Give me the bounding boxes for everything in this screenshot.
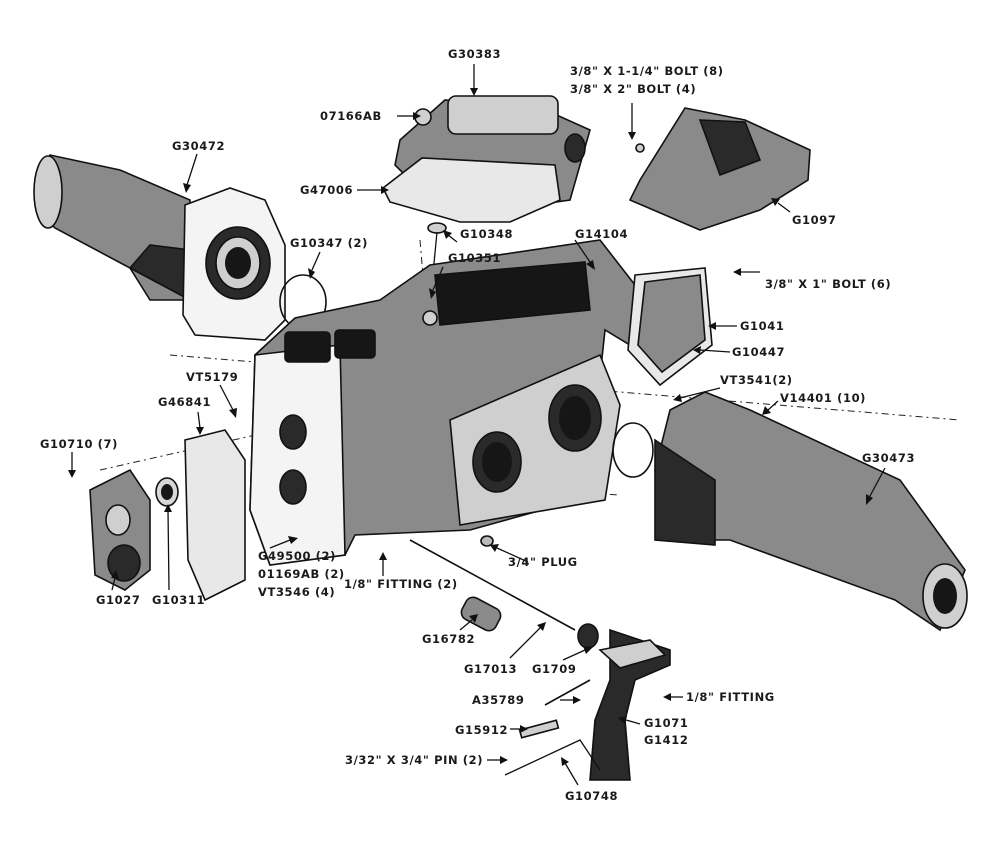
left-axle-housing	[33, 154, 286, 341]
label-g30383: G30383	[448, 47, 501, 61]
label-g47006: G47006	[300, 183, 353, 197]
label-g1412: G1412	[644, 733, 688, 747]
label-v14401: V14401 (10)	[780, 391, 866, 405]
label-g30473: G30473	[862, 451, 915, 465]
label-g1709: G1709	[532, 662, 576, 676]
label-g1027: G1027	[96, 593, 140, 607]
label-pin: 3/32" X 3/4" PIN (2)	[345, 753, 483, 767]
label-g16782: G16782	[422, 632, 475, 646]
label-bolt-1-25: 3/8" X 1-1/4" BOLT (8)	[570, 64, 724, 78]
label-a35789: A35789	[472, 693, 525, 707]
label-g14104: G14104	[575, 227, 628, 241]
label-g1071: G1071	[644, 716, 688, 730]
top-gasket	[381, 157, 561, 223]
label-g46841: G46841	[158, 395, 211, 409]
label-g10710: G10710 (7)	[40, 437, 118, 451]
label-g17013: G17013	[464, 662, 517, 676]
shaft-group	[409, 535, 599, 649]
label-g30472: G30472	[172, 139, 225, 153]
right-axle-housing	[654, 391, 968, 632]
pedal-group	[504, 628, 671, 781]
seal-ring-right	[612, 422, 654, 478]
leader-lines	[68, 64, 886, 786]
part-labels: G30383 3/8" X 1-1/4" BOLT (8) 3/8" X 2" …	[40, 47, 915, 803]
side-cover	[628, 107, 811, 231]
label-g10748: G10748	[565, 789, 618, 803]
label-g10351: G10351	[448, 251, 501, 265]
label-vt3546: VT3546 (4)	[258, 585, 335, 599]
transmission-case	[249, 239, 636, 566]
label-g49500: G49500 (2)	[258, 549, 336, 563]
label-fitting-1: 1/8" FITTING	[686, 690, 775, 704]
label-g1097: G1097	[792, 213, 836, 227]
label-01169ab: 01169AB (2)	[258, 567, 345, 581]
front-cover-group	[89, 429, 246, 602]
label-bolt-1: 3/8" X 1" BOLT (6)	[765, 277, 891, 291]
label-plug: 3/4" PLUG	[508, 555, 578, 569]
label-07166ab: 07166AB	[320, 109, 382, 123]
label-g10311: G10311	[152, 593, 205, 607]
label-g10347: G10347 (2)	[290, 236, 368, 250]
label-g1041: G1041	[740, 319, 784, 333]
label-g15912: G15912	[455, 723, 508, 737]
label-g10447: G10447	[732, 345, 785, 359]
label-bolt-2: 3/8" X 2" BOLT (4)	[570, 82, 696, 96]
right-cover-plate	[627, 267, 713, 387]
label-vt3541: VT3541(2)	[720, 373, 793, 387]
label-vt5179: VT5179	[186, 370, 238, 384]
label-fitting-2: 1/8" FITTING (2)	[344, 577, 458, 591]
label-g10348: G10348	[460, 227, 513, 241]
